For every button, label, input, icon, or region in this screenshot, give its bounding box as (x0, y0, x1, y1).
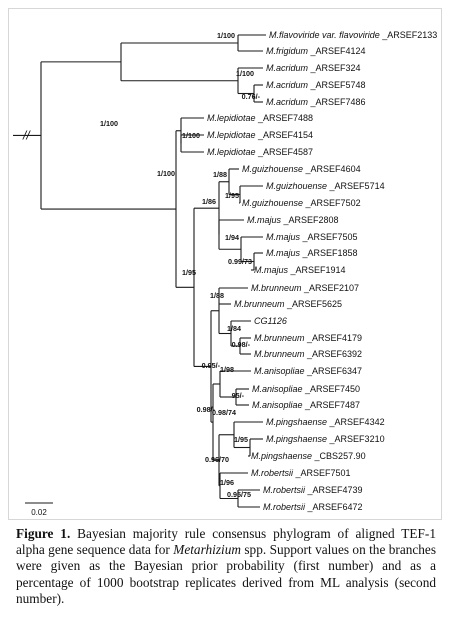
support-value: 1/86 (202, 197, 216, 206)
taxon-label: M.guizhouense _ARSEF4604 (242, 164, 361, 174)
taxon-label: M.acridum _ARSEF7486 (266, 97, 366, 107)
support-value: 0.98/- (197, 405, 216, 414)
taxon-label: M.anisopliae _ARSEF7487 (252, 400, 360, 410)
support-value: 1/95 (234, 435, 248, 444)
taxon-label: M.majus _ARSEF2808 (247, 215, 339, 225)
taxon-label: M.anisopliae _ARSEF7450 (252, 384, 360, 394)
phylogram-figure: // M.flavoviride var. flavoviride _ARSEF2… (8, 8, 442, 520)
taxon-label: M.majus _ARSEF1858 (266, 248, 358, 258)
taxon-label: M.flavoviride var. flavoviride _ARSEF213… (269, 30, 437, 40)
support-value: 1/96 (220, 478, 234, 487)
taxon-label: M.brunneum _ARSEF6392 (254, 349, 362, 359)
support-value: 0.95/- (202, 361, 221, 370)
taxon-label: M.acridum _ARSEF324 (266, 63, 361, 73)
scale-bar-label: 0.02 (31, 508, 47, 517)
taxon-label: M.robertsii _ARSEF4739 (263, 485, 363, 495)
support-value: 1/88 (213, 170, 227, 179)
caption-genus: Metarhizium (173, 542, 241, 558)
taxon-label: M.pingshaense _CBS257.90 (251, 451, 366, 461)
support-value: 1/95 (225, 191, 239, 200)
taxon-label: M.lepidiotae _ARSEF4154 (207, 130, 313, 140)
taxon-label: M.brunneum _ARSEF5625 (234, 299, 342, 309)
support-value: 1/94 (225, 233, 239, 242)
support-value: 1/100 (182, 131, 200, 140)
taxon-label: M.robertsii _ARSEF7501 (251, 468, 351, 478)
taxon-label: M.guizhouense _ARSEF7502 (242, 198, 361, 208)
figure-label: Figure 1. (16, 526, 71, 541)
support-value: 1/100 (157, 169, 175, 178)
taxon-label: M.guizhouense _ARSEF5714 (266, 181, 385, 191)
taxon-label: M.anisopliae _ARSEF6347 (254, 366, 362, 376)
caption-text-after: spp. Support values on the branches were… (16, 542, 437, 606)
support-value: 0.76/- (242, 92, 261, 101)
taxon-label: M.lepidiotae _ARSEF4587 (207, 147, 313, 157)
support-value: 1/84 (227, 324, 241, 333)
phylogenetic-tree: // M.flavoviride var. flavoviride _ARSEF2… (13, 30, 437, 517)
taxon-label: M.brunneum _ARSEF4179 (254, 333, 362, 343)
figure-caption: Figure 1. Bayesian majority rule consens… (16, 526, 436, 607)
taxon-label: M.frigidum _ARSEF4124 (266, 46, 366, 56)
support-value: 1/98 (220, 365, 234, 374)
taxon-label: M.pingshaense _ARSEF4342 (266, 417, 385, 427)
root-break-mark: // (22, 128, 31, 142)
support-value: 95/- (232, 391, 245, 400)
support-value: 1/100 (217, 31, 235, 40)
taxon-label: M.robertsii _ARSEF6472 (263, 502, 363, 512)
taxon-label: M.brunneum _ARSEF2107 (251, 283, 359, 293)
support-value: 0.98/74 (212, 408, 236, 417)
support-value: 0.96/70 (205, 455, 229, 464)
support-value: 0.99/73 (228, 257, 252, 266)
support-value: 1/100 (100, 119, 118, 128)
taxon-label: M.majus _ARSEF7505 (266, 232, 358, 242)
support-value: 1/100 (236, 69, 254, 78)
support-value: 1/88 (210, 291, 224, 300)
taxon-label: M.lepidiotae _ARSEF7488 (207, 113, 313, 123)
taxon-label: M.majus _ARSEF1914 (254, 265, 346, 275)
caption-text-before: Bayesian majority rule consensus phylogr… (16, 526, 436, 558)
taxon-label: CG1126 (254, 316, 287, 326)
taxon-label: M.acridum _ARSEF5748 (266, 80, 366, 90)
support-value: 0.98/- (232, 340, 251, 349)
taxon-label: M.pingshaense _ARSEF3210 (266, 434, 385, 444)
support-value: 1/95 (182, 268, 196, 277)
support-value: 0.95/75 (227, 490, 251, 499)
